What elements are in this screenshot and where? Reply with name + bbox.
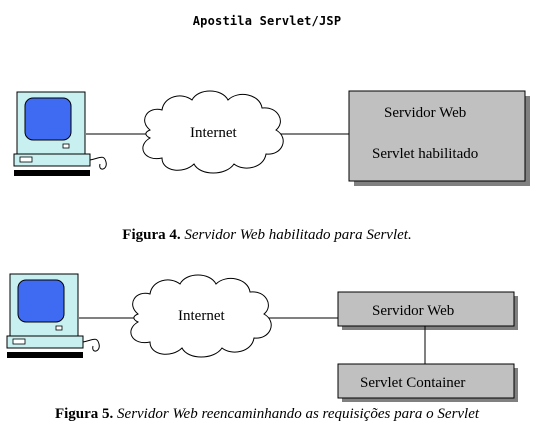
server-label: Servidor Web bbox=[384, 105, 466, 121]
servlet-container-label: Servlet Container bbox=[360, 375, 465, 391]
figure-4-caption: Figura 4. Servidor Web habilitado para S… bbox=[0, 227, 534, 244]
computer-icon bbox=[13, 91, 107, 176]
server-label: Servidor Web bbox=[372, 303, 454, 319]
servlet-enabled-label: Servlet habilitado bbox=[372, 146, 478, 162]
caption-label: Figura 5. bbox=[54, 406, 114, 422]
figure-4-diagram: Internet Servidor Web Servlet habilitado bbox=[0, 72, 534, 190]
caption-label: Figura 4. bbox=[122, 227, 181, 243]
servlet-container-box: Servlet Container bbox=[337, 363, 518, 402]
caption-text: Servidor Web reencaminhando as requisiçõ… bbox=[117, 406, 480, 422]
web-server-box: Servidor Web Servlet habilitado bbox=[348, 90, 530, 186]
internet-cloud-icon: Internet bbox=[142, 90, 284, 174]
computer-icon bbox=[6, 273, 100, 358]
caption-text: Servidor Web habilitado para Servlet. bbox=[184, 227, 412, 243]
page-header: Apostila Servlet/JSP bbox=[192, 14, 342, 28]
figure-5-caption: Figura 5. Servidor Web reencaminhando as… bbox=[0, 406, 534, 423]
web-server-box: Servidor Web bbox=[337, 291, 518, 330]
internet-label: Internet bbox=[178, 308, 225, 324]
internet-label: Internet bbox=[190, 125, 237, 141]
figure-5-diagram: Internet Servidor Web Servlet Container bbox=[0, 262, 534, 402]
internet-cloud-icon: Internet bbox=[130, 274, 272, 358]
